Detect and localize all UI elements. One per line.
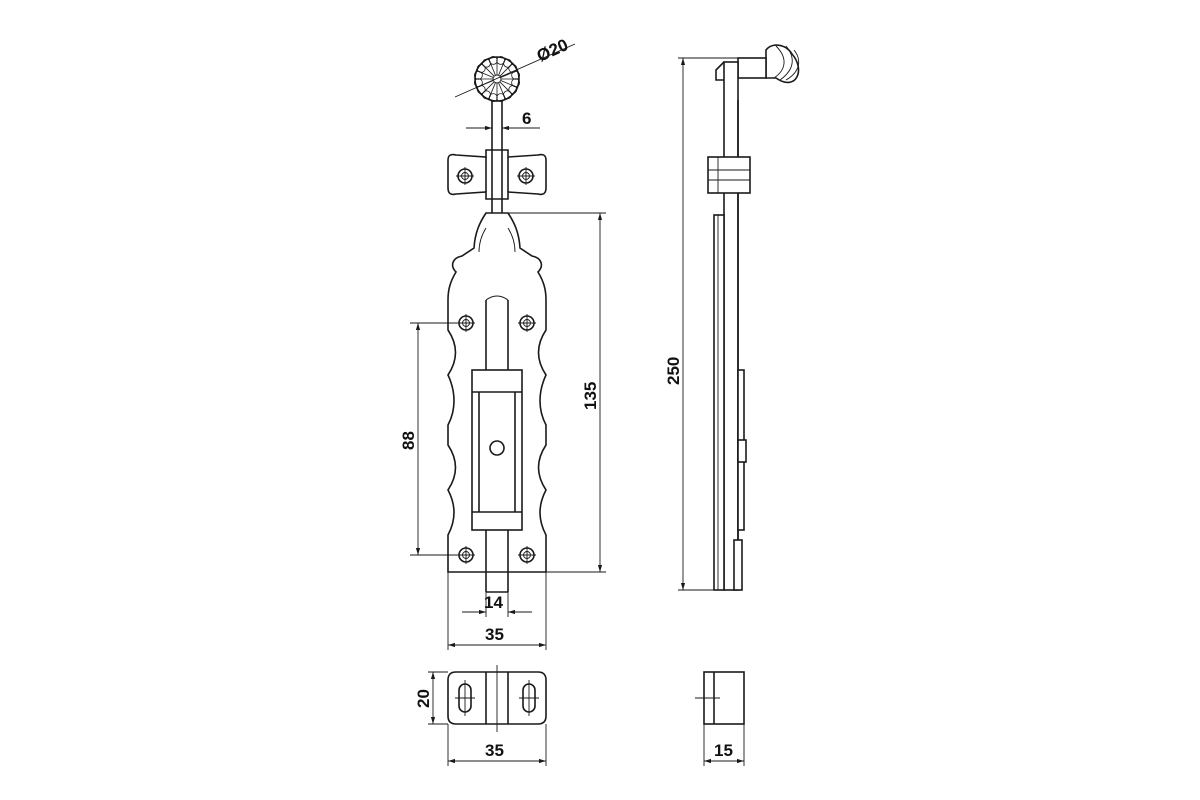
dim-label-knob-diameter: Ø20: [534, 35, 571, 65]
keeper-side-view: 15: [695, 671, 745, 766]
screw-hole-icon: [455, 680, 475, 716]
side-view: 250: [664, 44, 800, 591]
mushroom-knob-icon: [737, 44, 800, 84]
rosette-petal: [488, 82, 496, 100]
dimension-keeper-width: 35: [447, 724, 547, 766]
side-plate: [707, 61, 751, 591]
rosette-petal: [476, 70, 494, 78]
dimension-rod-diameter: 6: [466, 109, 540, 131]
dimension-keeper-depth: 15: [703, 724, 745, 766]
rosette-petal: [481, 63, 495, 77]
rosette-petal: [499, 63, 513, 77]
top-guide-bracket: [447, 149, 547, 200]
rosette-knob: [473, 55, 521, 103]
back-plate: [447, 212, 547, 593]
dimension-plate-length: 135: [508, 212, 606, 573]
rosette-petal-tip: [476, 64, 486, 73]
screw-hole-icon: [519, 680, 539, 716]
dim-label-hole-spacing: 88: [399, 431, 418, 450]
rosette-petal: [498, 58, 506, 76]
dimension-hole-spacing: 88: [399, 322, 466, 556]
front-view: Ø20 6 14 35 88: [399, 35, 606, 650]
rosette-petal-tip: [503, 58, 512, 68]
dimension-total-length: 250: [664, 57, 738, 591]
rosette-petal-tip: [511, 70, 521, 80]
screw-hole-icon: [518, 546, 536, 564]
dimension-keeper-height: 20: [414, 671, 448, 725]
screw-hole-icon: [456, 167, 474, 185]
rosette-petal-tip: [508, 85, 518, 94]
dim-label-keeper-height: 20: [414, 689, 433, 708]
dim-label-total-length: 250: [664, 357, 683, 385]
dimension-bolt-width: 14: [462, 592, 532, 617]
rosette-petal-tip: [482, 90, 491, 100]
dim-label-keeper-depth: 15: [714, 741, 733, 760]
screw-hole-icon: [517, 167, 535, 185]
dimension-plate-width: 35: [447, 572, 547, 650]
dim-label-plate-length: 135: [581, 382, 600, 410]
dim-label-bolt-width: 14: [484, 593, 503, 612]
dim-label-rod-diameter: 6: [522, 109, 531, 128]
rosette-petal: [500, 80, 518, 88]
dim-label-plate-width: 35: [485, 625, 504, 644]
rosette-petal: [499, 81, 513, 95]
dim-label-keeper-width: 35: [485, 741, 504, 760]
keeper-front-view: 20 35: [414, 665, 547, 766]
rosette-petal: [481, 81, 495, 95]
screw-hole-icon: [518, 314, 536, 332]
